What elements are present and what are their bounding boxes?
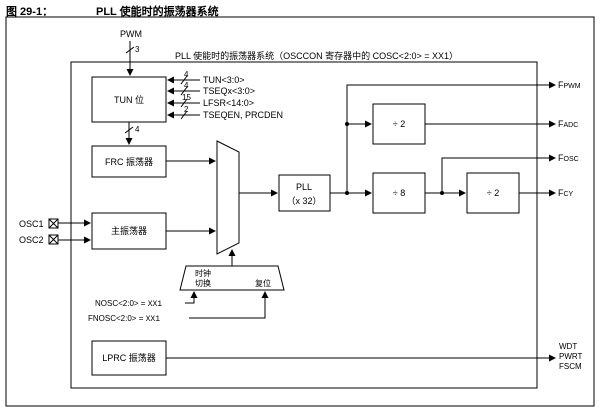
figure-number: 图 29-1：: [6, 6, 54, 18]
pll-region: [70, 61, 538, 389]
pll-label: PLL: [296, 182, 312, 192]
fnosc-select: FNOSC<2:0> = XX1: [88, 314, 160, 324]
lprc-label: LPRC 振荡器: [102, 352, 156, 363]
nosc-select: NOSC<2:0> = XX1: [95, 299, 162, 309]
switch-label-2: 切换: [195, 278, 211, 288]
div8-label: ÷ 8: [393, 188, 405, 198]
figure-title-text: PLL 使能时的振荡器系统: [96, 6, 219, 18]
div8-block: [372, 172, 426, 214]
pwm-width: 3: [135, 45, 140, 54]
tun-out-width: 4: [135, 125, 140, 134]
fadc-output: FADC: [558, 119, 578, 129]
region-label: PLL 使能时的振荡器系统（OSCCON 寄存器中的 COSC<2:0> = X…: [175, 50, 458, 61]
frc-block: [91, 145, 167, 178]
div2-bottom-label: ÷ 2: [487, 188, 499, 198]
frc-label: FRC 振荡器: [105, 156, 153, 167]
div2-top-label: ÷ 2: [393, 119, 405, 129]
tun-bus-label-2: LFSR<14:0>: [203, 98, 254, 108]
lprc-block: [91, 340, 167, 376]
tun-bus-label-0: TUN<3:0>: [203, 75, 245, 85]
fpwm-output: FPWM: [558, 80, 581, 90]
outer-frame: [5, 16, 595, 407]
pwm-label: PWM: [120, 29, 142, 39]
tun-bus-width-1: 4: [184, 81, 189, 90]
fosc-output: FOSC: [558, 153, 579, 163]
tun-bus-label-3: TSEQEN, PRCDEN: [203, 110, 283, 120]
tun-bus-label-1: TSEQx<3:0>: [203, 86, 255, 96]
switch-label-1: 时钟: [195, 268, 211, 278]
clock-mux: [216, 140, 240, 255]
pwrt-output: PWRT: [559, 352, 583, 361]
osc1-label: OSC1: [19, 219, 44, 229]
fnosc-label: FNOSC<2:0> =: [88, 314, 146, 323]
div2-top-block: [372, 103, 426, 145]
main-osc-label: 主振荡器: [111, 225, 147, 236]
fcy-output: FCY: [558, 188, 574, 198]
fnosc-value: XX1: [146, 315, 161, 324]
fscm-output: FSCM: [559, 362, 582, 371]
tun-bus-width-3: 2: [184, 105, 189, 114]
pll-multiplier: （x 32）: [286, 196, 321, 206]
nosc-label: NOSC<2:0> =: [95, 299, 148, 308]
tun-label: TUN 位: [114, 94, 144, 105]
figure-title: 图 29-1： PLL 使能时的振荡器系统: [6, 3, 219, 19]
reset-label: 复位: [255, 278, 271, 288]
div2-bottom-block: [466, 172, 520, 214]
tun-bus-width-0: 4: [184, 70, 189, 79]
nosc-value: XX1: [148, 300, 163, 309]
wdt-output: WDT: [559, 342, 577, 351]
switch-block: [179, 265, 285, 291]
tun-block: [91, 76, 167, 123]
tun-bus-width-2: 15: [182, 93, 191, 102]
osc2-label: OSC2: [19, 235, 44, 245]
main-osc-block: [91, 212, 167, 250]
